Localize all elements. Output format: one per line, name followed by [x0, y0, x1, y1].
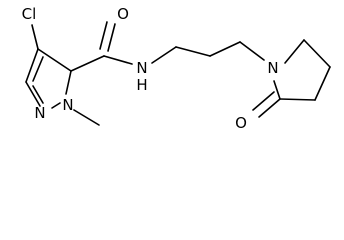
bonds [25, 21, 331, 126]
bond-n-c1 [151, 46, 177, 64]
bond-n1-methyl [73, 109, 100, 126]
bond-carbonyl-o-second [107, 23, 116, 52]
molecule-structure: Cl O N H N N N O [22, 5, 331, 132]
bond-n1-c5 [65, 70, 72, 95]
bond-c1-c2 [175, 46, 211, 57]
bond-c5-c4 [37, 48, 72, 72]
bond-cl-c4 [31, 24, 39, 50]
atom-o-lactam: O [235, 114, 247, 132]
bond-c5-carbonyl [70, 55, 105, 72]
bond-c3-n2 [25, 81, 41, 107]
bond-n2-n1 [51, 102, 61, 109]
bond-carbonyl-o [99, 21, 108, 50]
bond-c5-c4-ring [303, 39, 331, 68]
atom-o-amide: O [117, 5, 129, 23]
atom-n-pyrazole-methyl: N [62, 96, 73, 114]
atom-labels: Cl O N H N N N O [22, 5, 279, 132]
bond-nring-c5 [284, 39, 305, 64]
atom-n-pyrrolidinone: N [267, 59, 278, 77]
bond-c2-c3 [209, 41, 241, 57]
atom-cl: Cl [22, 5, 37, 23]
bond-lactam-co [258, 98, 281, 118]
atom-n-pyrazole-ring: N [34, 104, 45, 122]
bond-c4-c3-inner [32, 56, 44, 82]
bond-c2-nring [273, 80, 281, 100]
bond-lactam-co-second [252, 91, 275, 111]
atom-h-amide: H [136, 76, 147, 94]
bond-c4-c3 [25, 48, 39, 83]
bond-c3-n-ring [239, 41, 265, 61]
bond-carbonyl-n [103, 55, 133, 65]
bond-c3-n2-inner [32, 85, 44, 104]
bond-c3-c2-ring [279, 98, 316, 101]
atom-n-amide: N [136, 59, 147, 77]
bond-c4-c3-ring [314, 66, 331, 101]
